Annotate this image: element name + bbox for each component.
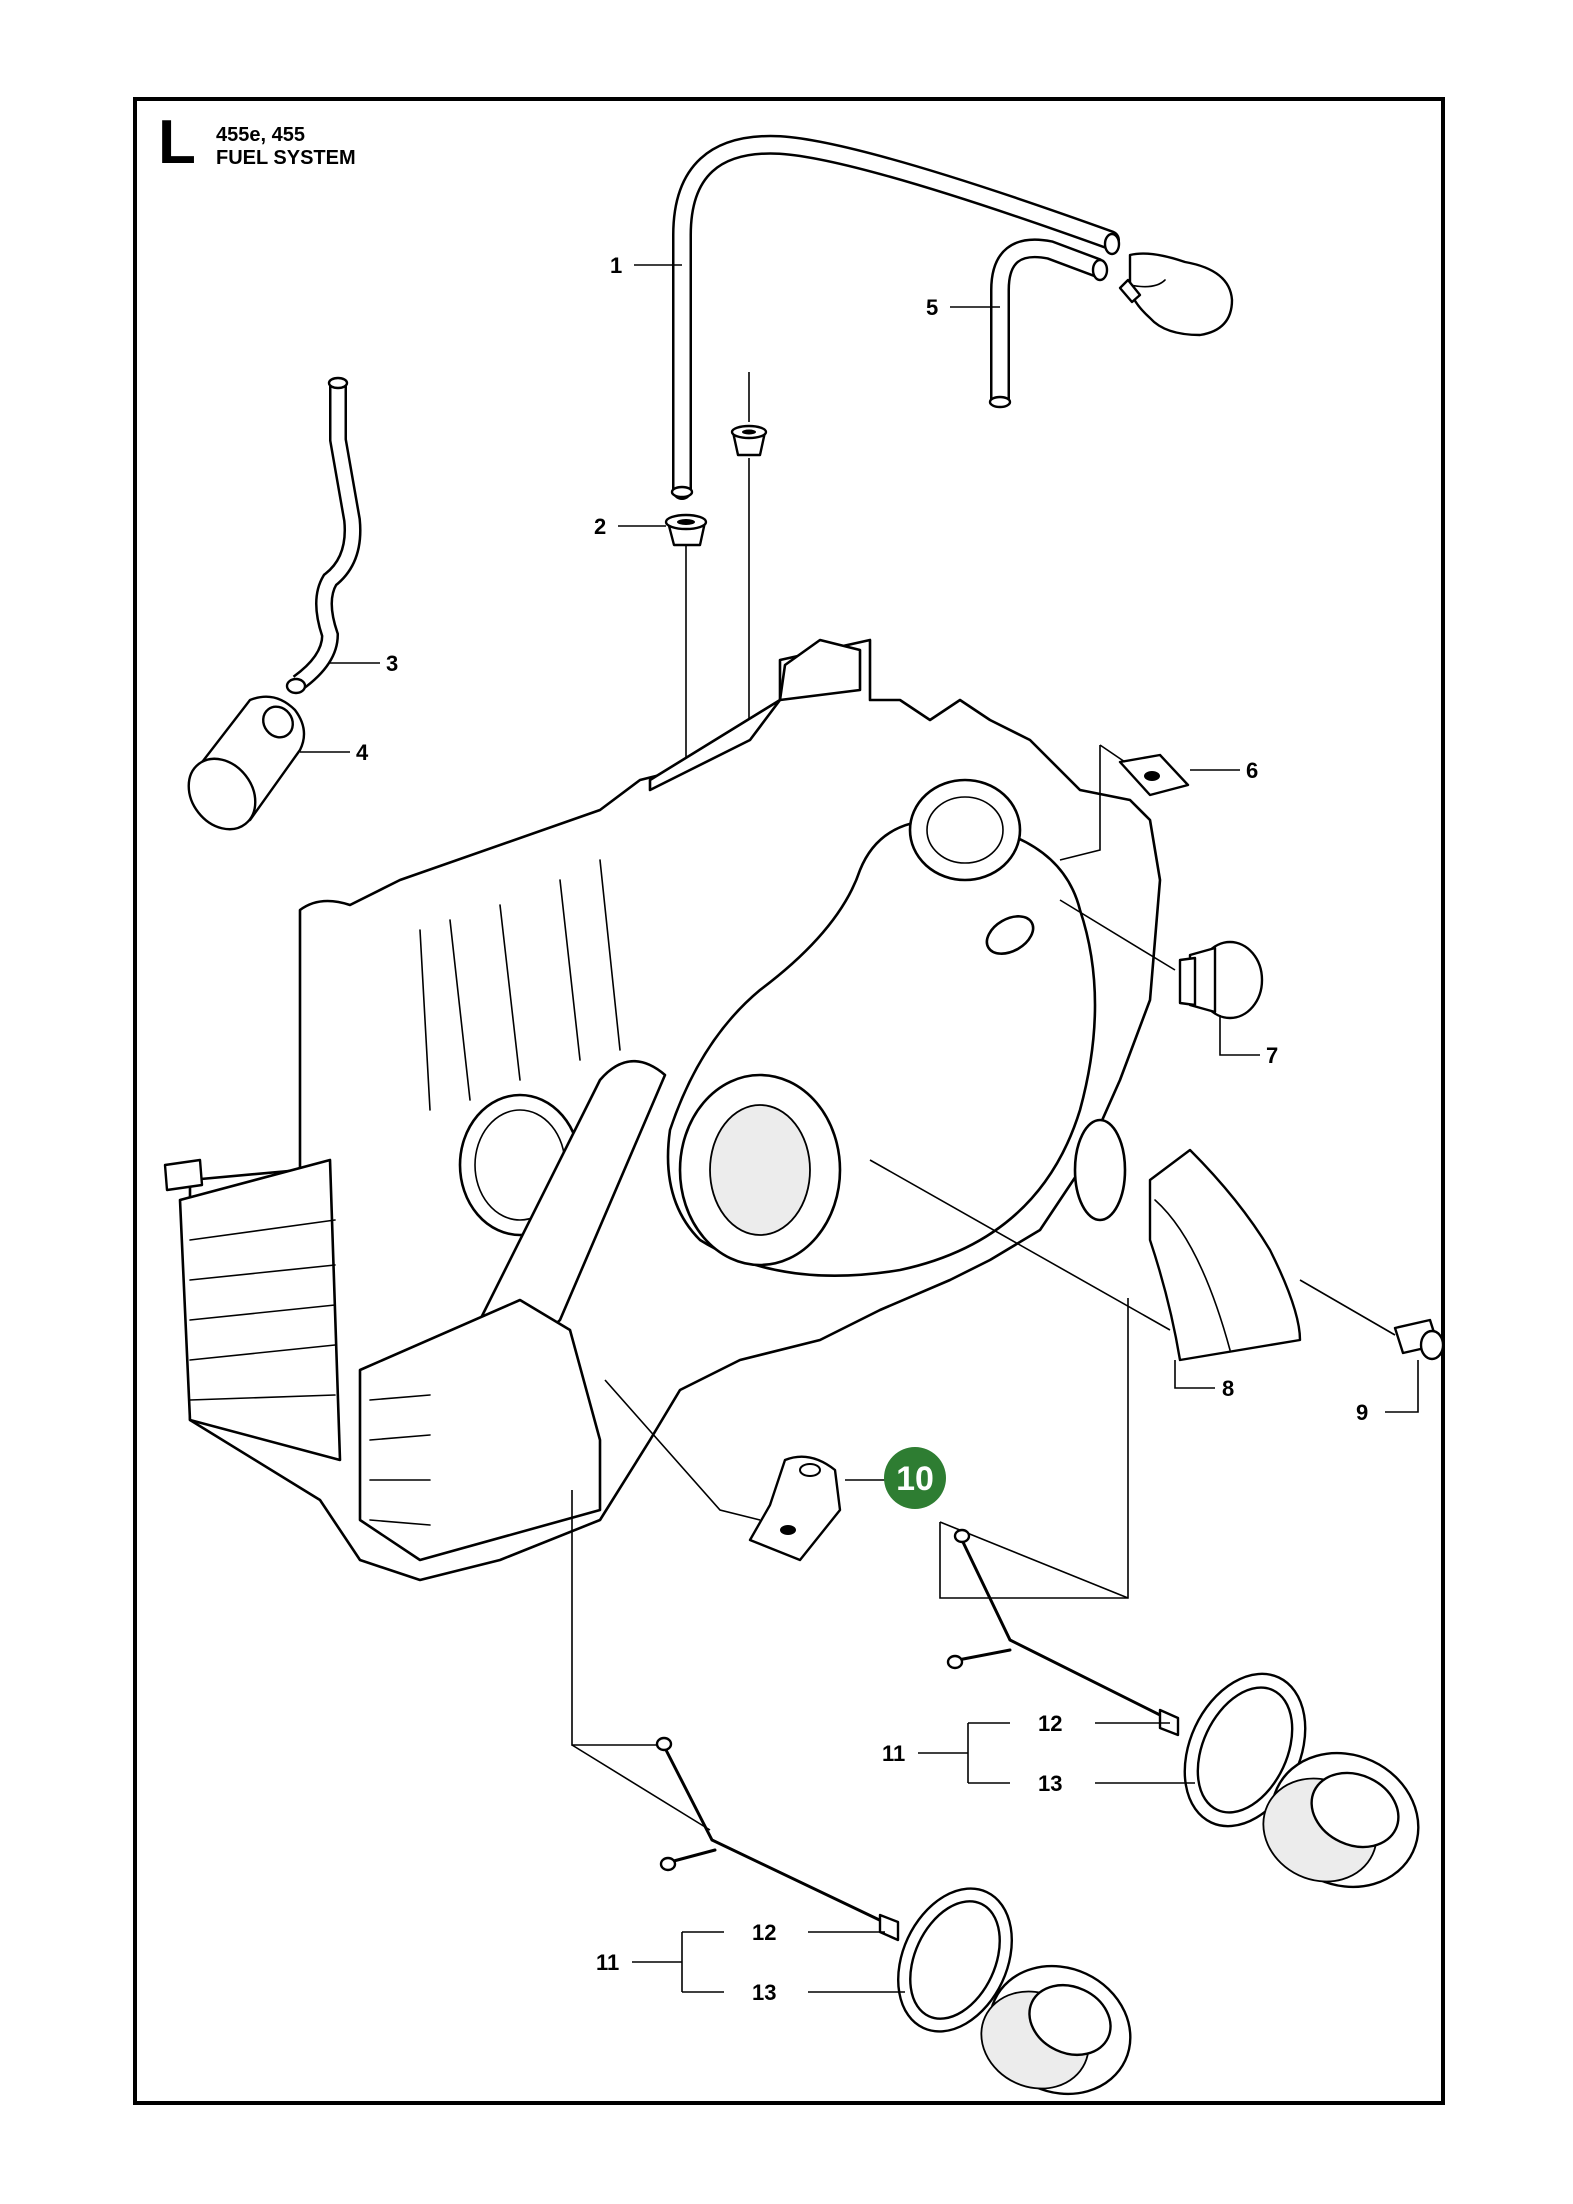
part-4-fuel-filter	[187, 695, 306, 831]
callout-12-lower: 12	[752, 1920, 776, 1945]
part-1-fuel-hose	[670, 134, 1121, 500]
part-9-screw	[1299, 1279, 1445, 1413]
highlight-badge	[884, 1447, 946, 1509]
part-5-hose-with-fitting	[988, 238, 1234, 409]
model-label: 455e, 455	[216, 124, 305, 146]
callout-1: 1	[610, 253, 622, 278]
callout-11-lower: 11	[596, 1950, 619, 1975]
callout-13-lower: 13	[752, 1980, 776, 2005]
fuel-cap-assembly-lower	[571, 1490, 1132, 2096]
diagram-frame	[133, 97, 1445, 2105]
callout-8: 8	[1222, 1376, 1234, 1401]
callout-13-upper: 13	[1038, 1771, 1062, 1796]
part-8-cover-plate	[869, 1148, 1302, 1389]
callout-10-highlight: 10	[884, 1447, 946, 1509]
part-3-pickup-hose	[285, 376, 362, 695]
part-7-primer-bulb	[1059, 899, 1264, 1056]
callout-11-upper: 11	[882, 1741, 905, 1766]
section-letter: L	[158, 108, 196, 177]
callout-12-upper: 12	[1038, 1711, 1062, 1736]
fuel-cap-assembly-upper	[939, 1298, 1420, 1889]
callout-10: 10	[896, 1460, 934, 1498]
callout-2: 2	[594, 514, 606, 539]
callout-7: 7	[1266, 1043, 1278, 1068]
callout-leaders	[300, 264, 1195, 1993]
part-10-bracket	[604, 1379, 890, 1562]
part-6-clip	[1059, 744, 1240, 861]
callout-3: 3	[386, 651, 398, 676]
callout-9: 9	[1356, 1400, 1368, 1425]
crankcase-body	[163, 638, 1162, 1582]
callout-6: 6	[1246, 758, 1258, 783]
diagram-title: FUEL SYSTEM	[216, 147, 356, 169]
callout-5: 5	[926, 295, 938, 320]
callout-4: 4	[356, 740, 369, 765]
